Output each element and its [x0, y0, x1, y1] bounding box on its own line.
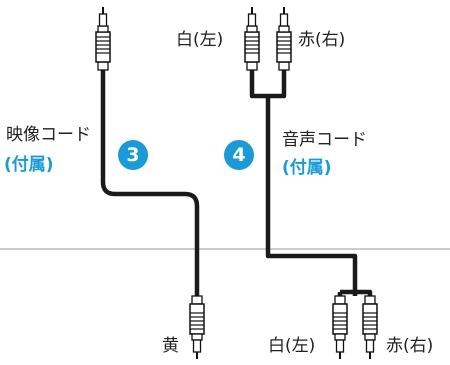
video-cable-name: 映像コード	[6, 125, 91, 145]
audio-cable-name: 音声コード	[282, 130, 367, 150]
audio-top-right-plug	[276, 6, 292, 71]
video-bottom-label: 黄	[162, 336, 179, 356]
video-bottom-plug	[190, 296, 204, 359]
audio-bottom-left-label: 白(左)	[268, 336, 316, 356]
audio-cable-supplied: (付属)	[282, 158, 332, 178]
audio-bottom-right-label: 赤(右)	[386, 336, 434, 356]
audio-top-left-label: 白(左)	[176, 30, 224, 50]
step-4-badge: 4	[224, 140, 254, 170]
audio-top-left-plug	[244, 6, 260, 71]
video-cable	[100, 62, 200, 296]
video-top-plug	[95, 6, 111, 71]
audio-cable	[249, 62, 373, 296]
video-cable-supplied: (付属)	[4, 155, 54, 175]
audio-bottom-left-plug	[333, 296, 347, 359]
audio-bottom-right-plug	[363, 296, 377, 359]
audio-top-right-label: 赤(右)	[298, 30, 346, 50]
step-3-badge: 3	[118, 140, 148, 170]
